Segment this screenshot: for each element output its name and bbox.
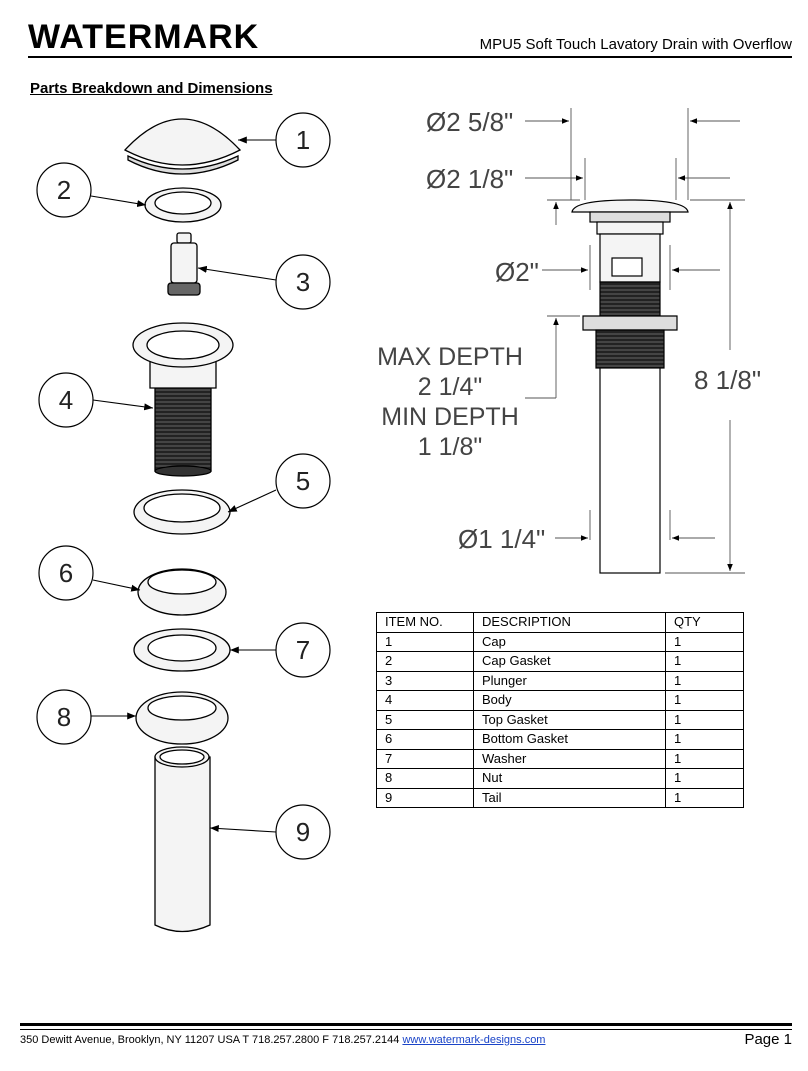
part-cap bbox=[123, 118, 242, 175]
address-text: 350 Dewitt Avenue, Brooklyn, NY 11207 US… bbox=[20, 1034, 400, 1046]
item-no-cell: 4 bbox=[376, 690, 474, 711]
qty-cell: 1 bbox=[665, 729, 744, 750]
description-cell: Body bbox=[473, 690, 666, 711]
svg-text:7: 7 bbox=[296, 635, 310, 665]
part-washer bbox=[133, 628, 231, 672]
section-title: Parts Breakdown and Dimensions bbox=[30, 80, 273, 97]
footer-address: 350 Dewitt Avenue, Brooklyn, NY 11207 US… bbox=[20, 1034, 545, 1046]
callout-7: 7 bbox=[275, 622, 331, 678]
qty-cell: 1 bbox=[665, 670, 744, 691]
callout-5: 5 bbox=[275, 453, 331, 509]
svg-text:4: 4 bbox=[59, 385, 73, 415]
table-header-row: ITEM NO. DESCRIPTION QTY bbox=[376, 612, 744, 633]
max-depth-value: 2 1/4" bbox=[418, 373, 482, 401]
callout-8: 8 bbox=[36, 689, 92, 745]
description-cell: Cap Gasket bbox=[473, 651, 666, 672]
description-cell: Top Gasket bbox=[473, 709, 666, 730]
header-description: DESCRIPTION bbox=[473, 612, 666, 633]
dim-tail-diameter: Ø1 1/4" bbox=[458, 524, 545, 554]
dim-flange-diameter: Ø2 1/8" bbox=[426, 164, 513, 194]
header-divider bbox=[28, 56, 792, 58]
part-nut bbox=[135, 691, 229, 745]
min-depth-value: 1 1/8" bbox=[418, 433, 482, 461]
callout-3: 3 bbox=[275, 254, 331, 310]
callout-4: 4 bbox=[38, 372, 94, 428]
svg-text:3: 3 bbox=[296, 267, 310, 297]
description-cell: Cap bbox=[473, 631, 666, 652]
item-no-cell: 8 bbox=[376, 768, 474, 789]
qty-cell: 1 bbox=[665, 651, 744, 672]
logo-text: WATERMARK bbox=[28, 18, 259, 52]
description-cell: Plunger bbox=[473, 670, 666, 691]
qty-cell: 1 bbox=[665, 709, 744, 730]
footer-divider-thick bbox=[20, 1023, 792, 1026]
part-tail bbox=[154, 746, 211, 933]
dim-overall-height: 8 1/8" bbox=[694, 365, 761, 395]
description-cell: Tail bbox=[473, 787, 666, 808]
max-depth-label: MAX DEPTH bbox=[377, 343, 523, 371]
website-link[interactable]: www.watermark-designs.com bbox=[402, 1034, 546, 1046]
svg-text:9: 9 bbox=[296, 817, 310, 847]
item-no-cell: 5 bbox=[376, 709, 474, 730]
header-item-no: ITEM NO. bbox=[376, 612, 474, 633]
page-number: Page 1 bbox=[744, 1031, 792, 1048]
svg-text:5: 5 bbox=[296, 466, 310, 496]
part-top-gasket bbox=[133, 489, 231, 535]
svg-text:1: 1 bbox=[296, 125, 310, 155]
callout-6: 6 bbox=[38, 545, 94, 601]
svg-text:6: 6 bbox=[59, 558, 73, 588]
part-cap-gasket bbox=[144, 187, 222, 223]
description-cell: Bottom Gasket bbox=[473, 729, 666, 750]
assembly-drawing bbox=[571, 199, 689, 574]
svg-text:8: 8 bbox=[57, 702, 71, 732]
footer-divider-thin bbox=[20, 1029, 792, 1030]
callout-9: 9 bbox=[275, 804, 331, 860]
document-title: MPU5 Soft Touch Lavatory Drain with Over… bbox=[479, 36, 792, 53]
header-qty: QTY bbox=[665, 612, 744, 633]
svg-text:2: 2 bbox=[57, 175, 71, 205]
part-plunger bbox=[167, 232, 201, 296]
qty-cell: 1 bbox=[665, 748, 744, 769]
description-cell: Nut bbox=[473, 768, 666, 789]
min-depth-label: MIN DEPTH bbox=[381, 403, 519, 431]
qty-cell: 1 bbox=[665, 631, 744, 652]
item-no-cell: 9 bbox=[376, 787, 474, 808]
item-no-cell: 6 bbox=[376, 729, 474, 750]
part-body bbox=[132, 322, 234, 477]
item-no-cell: 2 bbox=[376, 651, 474, 672]
callout-1: 1 bbox=[275, 112, 331, 168]
dim-cap-diameter: Ø2 5/8" bbox=[426, 107, 513, 137]
item-no-cell: 3 bbox=[376, 670, 474, 691]
item-no-cell: 7 bbox=[376, 748, 474, 769]
dim-body-diameter: Ø2" bbox=[495, 257, 539, 287]
description-cell: Washer bbox=[473, 748, 666, 769]
qty-cell: 1 bbox=[665, 690, 744, 711]
callout-2: 2 bbox=[36, 162, 92, 218]
qty-cell: 1 bbox=[665, 787, 744, 808]
qty-cell: 1 bbox=[665, 768, 744, 789]
item-no-cell: 1 bbox=[376, 631, 474, 652]
technical-drawing: 1 2 3 4 5 6 7 8 9 bbox=[36, 107, 761, 933]
watermark-logo: WATERMARK bbox=[28, 18, 259, 52]
part-bottom-gasket bbox=[137, 568, 227, 616]
